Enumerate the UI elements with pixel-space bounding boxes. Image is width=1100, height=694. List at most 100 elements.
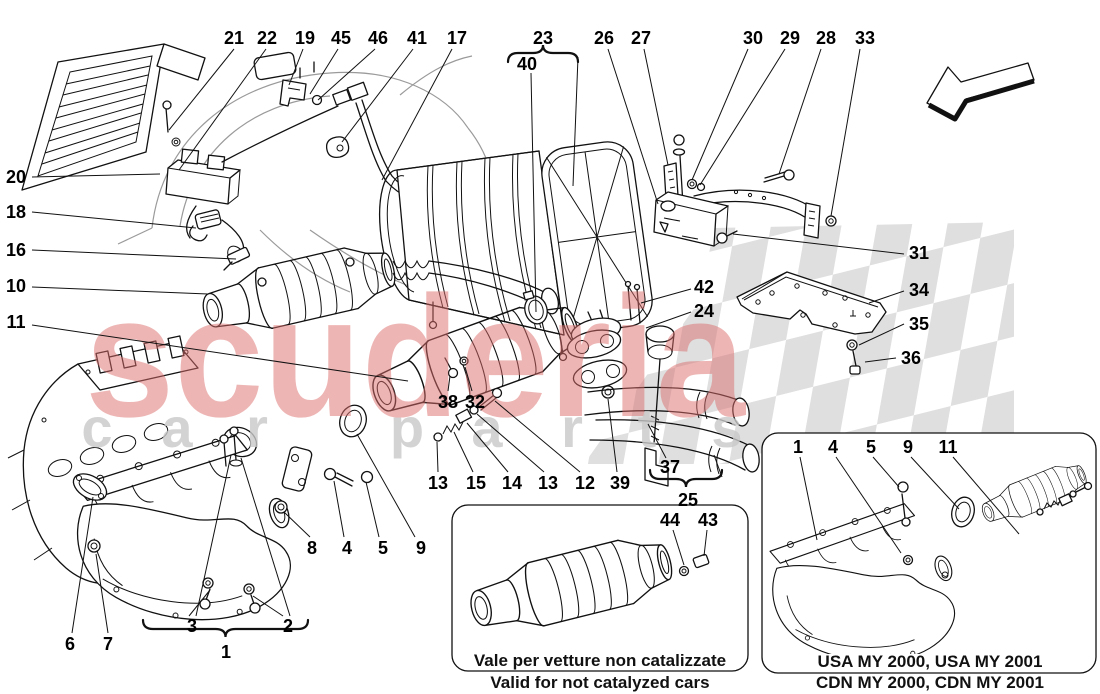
callout-39[interactable]: 39 bbox=[610, 473, 630, 493]
callout-leader-line bbox=[178, 48, 267, 171]
callout-leader-line bbox=[31, 324, 409, 382]
inset-box-left bbox=[451, 504, 749, 672]
callout-43[interactable]: 43 bbox=[698, 510, 718, 530]
callout-6[interactable]: 6 bbox=[65, 634, 75, 654]
callout-23[interactable]: 23 bbox=[533, 28, 553, 48]
callout-10[interactable]: 10 bbox=[6, 276, 26, 296]
callout-22[interactable]: 22 bbox=[257, 28, 277, 48]
callout-leader-line bbox=[195, 454, 232, 617]
heat-shield-plate bbox=[736, 271, 887, 375]
callout-1[interactable]: 1 bbox=[221, 642, 231, 662]
callout-5[interactable]: 5 bbox=[866, 437, 876, 457]
callout-25[interactable]: 25 bbox=[678, 490, 698, 510]
callout-leader-line bbox=[333, 480, 345, 538]
callout-33[interactable]: 33 bbox=[855, 28, 875, 48]
callout-42[interactable]: 42 bbox=[694, 277, 714, 297]
usa-cdn-inset: USA MY 2000, USA MY 2001 CDN MY 2000, CD… bbox=[761, 432, 1097, 692]
callout-24[interactable]: 24 bbox=[694, 301, 714, 321]
callout-7[interactable]: 7 bbox=[103, 634, 113, 654]
callout-9[interactable]: 9 bbox=[416, 538, 426, 558]
callout-12[interactable]: 12 bbox=[575, 473, 595, 493]
callout-4[interactable]: 4 bbox=[828, 437, 838, 457]
callout-leader-line bbox=[476, 413, 545, 473]
callout-45[interactable]: 45 bbox=[331, 28, 351, 48]
muffler-junction-parts bbox=[522, 280, 760, 487]
callout-34[interactable]: 34 bbox=[909, 280, 929, 300]
callout-32[interactable]: 32 bbox=[465, 392, 485, 412]
callout-leader-line bbox=[31, 249, 237, 260]
inset-left-caption-italian: Vale per vetture non catalizzate bbox=[474, 651, 726, 670]
callout-leader-line bbox=[95, 553, 109, 634]
callout-17[interactable]: 17 bbox=[447, 28, 467, 48]
callout-38[interactable]: 38 bbox=[438, 392, 458, 412]
callout-46[interactable]: 46 bbox=[368, 28, 388, 48]
callout-1[interactable]: 1 bbox=[793, 437, 803, 457]
callout-2[interactable]: 2 bbox=[283, 616, 293, 636]
callout-40[interactable]: 40 bbox=[517, 54, 537, 74]
callout-15[interactable]: 15 bbox=[466, 473, 486, 493]
callout-leader-line bbox=[645, 311, 692, 329]
callout-leader-line bbox=[464, 366, 473, 392]
callout-leader-line bbox=[530, 72, 537, 313]
inset-left-caption-english: Valid for not catalyzed cars bbox=[490, 673, 709, 692]
callout-29[interactable]: 29 bbox=[780, 28, 800, 48]
callout-8[interactable]: 8 bbox=[307, 538, 317, 558]
engine-lid-louvers bbox=[21, 43, 315, 191]
callout-leader-line bbox=[647, 423, 667, 459]
checkered-flag-watermark bbox=[584, 222, 1014, 464]
callout-41[interactable]: 41 bbox=[407, 28, 427, 48]
engine-block-drawing bbox=[7, 335, 199, 585]
callout-leader-line bbox=[699, 48, 786, 186]
manifold-fasteners bbox=[72, 356, 503, 614]
callout-44[interactable]: 44 bbox=[660, 510, 680, 530]
callout-9[interactable]: 9 bbox=[903, 437, 913, 457]
callout-11[interactable]: 11 bbox=[938, 437, 957, 457]
callout-3[interactable]: 3 bbox=[187, 616, 197, 636]
upper-catalytic-converter bbox=[196, 237, 560, 344]
callout-leader-line bbox=[713, 454, 723, 478]
callout-leader-line bbox=[288, 48, 304, 86]
inset-right-caption-usa: USA MY 2000, USA MY 2001 bbox=[818, 652, 1043, 671]
callout-4[interactable]: 4 bbox=[342, 538, 352, 558]
callout-36[interactable]: 36 bbox=[901, 348, 921, 368]
callout-leader-line bbox=[640, 288, 692, 304]
callout-5[interactable]: 5 bbox=[378, 538, 388, 558]
callout-27[interactable]: 27 bbox=[631, 28, 651, 48]
callout-19[interactable]: 19 bbox=[295, 28, 315, 48]
watermark-letter: t bbox=[638, 396, 657, 459]
callout-30[interactable]: 30 bbox=[743, 28, 763, 48]
callout-37[interactable]: 37 bbox=[660, 457, 680, 477]
callout-leader-line bbox=[341, 48, 414, 143]
callout-leader-line bbox=[188, 589, 211, 617]
callout-35[interactable]: 35 bbox=[909, 314, 929, 334]
callout-20[interactable]: 20 bbox=[6, 167, 26, 187]
callout-11[interactable]: 11 bbox=[6, 312, 25, 332]
callout-leader-line bbox=[607, 48, 659, 205]
mounting-bracket-assembly bbox=[653, 134, 837, 247]
group-bracket bbox=[506, 44, 580, 64]
non-catalyzed-inset: Vale per vetture non catalizzate Valid f… bbox=[451, 504, 749, 692]
callout-31[interactable]: 31 bbox=[909, 243, 929, 263]
callout-leader-line bbox=[858, 323, 905, 346]
callout-13[interactable]: 13 bbox=[428, 473, 448, 493]
callout-leader-line bbox=[572, 56, 579, 187]
callout-leader-line bbox=[732, 233, 905, 255]
callout-leader-line bbox=[466, 422, 509, 473]
callout-26[interactable]: 26 bbox=[594, 28, 614, 48]
callout-leader-line bbox=[830, 48, 861, 217]
callout-28[interactable]: 28 bbox=[816, 28, 836, 48]
callout-18[interactable]: 18 bbox=[6, 202, 26, 222]
previous-diagram-arrow[interactable] bbox=[926, 62, 1035, 122]
callout-21[interactable]: 21 bbox=[224, 28, 244, 48]
callout-13[interactable]: 13 bbox=[538, 473, 558, 493]
callout-14[interactable]: 14 bbox=[502, 473, 522, 493]
callout-leader-line bbox=[453, 431, 474, 473]
callout-leader-line bbox=[778, 48, 822, 175]
callout-leader-line bbox=[365, 481, 380, 538]
callout-16[interactable]: 16 bbox=[6, 240, 26, 260]
callout-leader-line bbox=[31, 173, 161, 178]
callout-leader-line bbox=[283, 511, 311, 538]
